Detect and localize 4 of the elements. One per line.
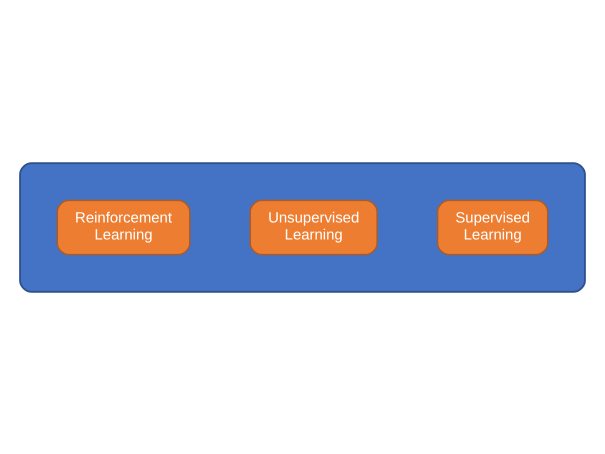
node-box: Unsupervised Learning <box>250 199 378 255</box>
cluster <box>19 162 586 292</box>
node-box: Supervised Learning <box>436 199 548 255</box>
node-box: Reinforcement Learning <box>56 199 190 255</box>
